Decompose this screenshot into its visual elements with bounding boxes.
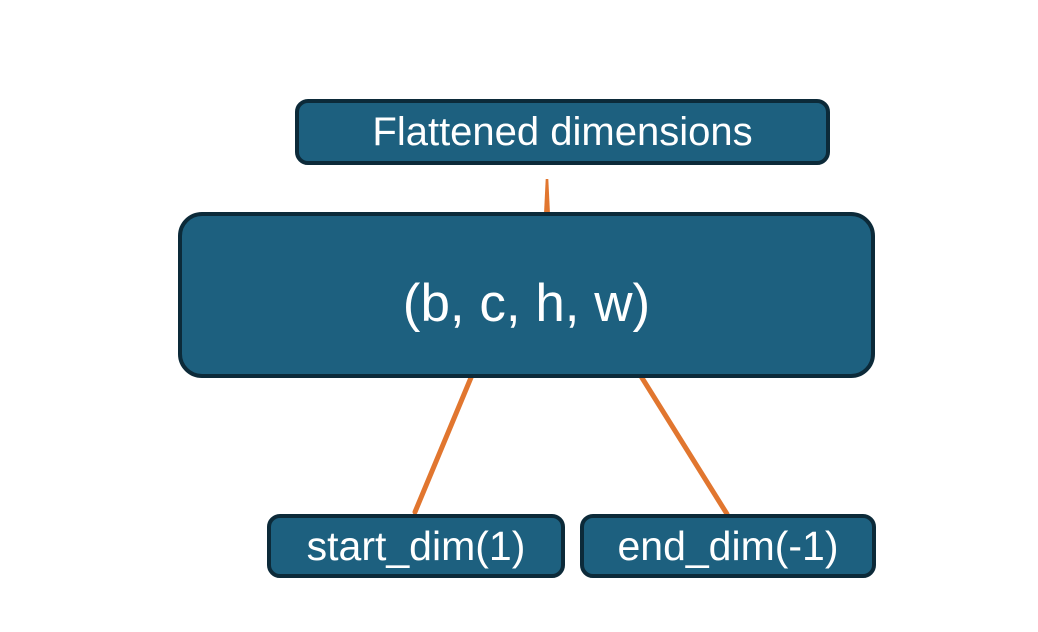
start-dim-label: start_dim(1) <box>306 522 526 569</box>
flattened-dimensions-label: Flattened dimensions <box>372 109 753 154</box>
start-dim-box: start_dim(1) <box>267 514 565 578</box>
end-dim-box: end_dim(-1) <box>580 514 876 578</box>
end-dim-label: end_dim(-1) <box>617 522 839 569</box>
flattened-dimensions-box: Flattened dimensions <box>295 99 830 165</box>
tensor-shape-box: (b, c, h, w) <box>178 212 875 378</box>
tensor-shape-label: (b, c, h, w) <box>402 273 651 333</box>
